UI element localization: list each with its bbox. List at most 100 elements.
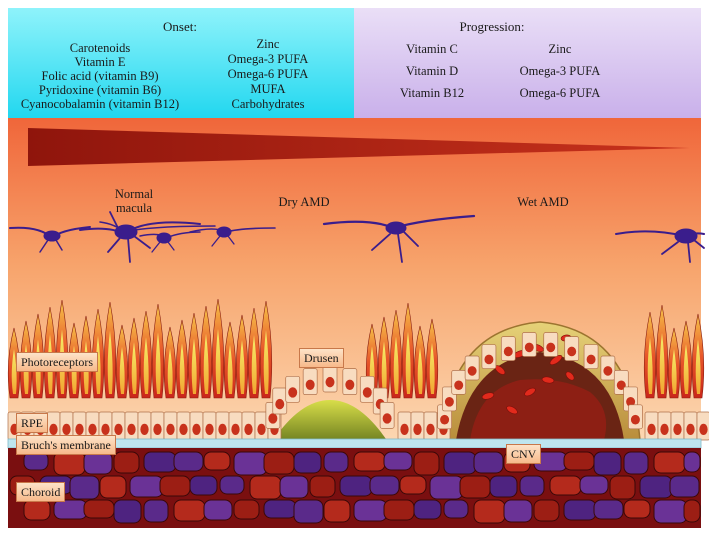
choroid-vessel — [563, 451, 595, 471]
drusen-deposit — [272, 400, 388, 442]
choroid-label: Choroid — [16, 482, 66, 502]
photoreceptor — [235, 314, 249, 399]
choroid-vessel — [503, 499, 533, 523]
photoreceptor — [187, 312, 201, 399]
choroid-vessel — [279, 475, 309, 499]
rpe-cell — [72, 411, 87, 441]
photoreceptor — [655, 304, 669, 399]
choroid-vessel — [593, 499, 624, 520]
onset-right-item: Zinc — [257, 37, 280, 51]
choroid-vessel — [473, 451, 504, 474]
choroid-vessel — [383, 451, 413, 471]
choroid-vessel — [519, 475, 545, 497]
choroid-vessel — [429, 475, 464, 500]
onset-right-item: Omega-3 PUFA — [228, 52, 309, 66]
rpe-cell — [683, 411, 698, 441]
choroid-vessel — [219, 475, 245, 495]
cnv-vessels — [470, 379, 607, 440]
choroid-vessel — [623, 451, 649, 475]
photoreceptor — [425, 318, 439, 399]
choroid-vessel — [353, 451, 386, 472]
rpe-cell — [342, 368, 358, 396]
rpe-layer — [7, 332, 709, 441]
progression-left-item: Vitamin D — [406, 64, 458, 78]
rpe-cell — [657, 411, 672, 441]
ganglion-cell — [189, 226, 276, 247]
stage-wet-label: Wet AMD — [517, 195, 568, 209]
choroid-vessel — [143, 451, 177, 473]
choroid-vessel — [309, 475, 336, 498]
onset-right-item: MUFA — [250, 82, 285, 96]
rpe-cell — [124, 411, 139, 441]
rpe-cell — [215, 411, 230, 441]
onset-right-item: Carbohydrates — [232, 97, 305, 111]
rpe-cell — [302, 368, 318, 396]
rpe-cell — [228, 411, 243, 441]
choroid-vessel — [249, 475, 282, 500]
ganglion-cell — [139, 231, 201, 253]
photoreceptor — [259, 300, 273, 399]
photoreceptor — [691, 313, 705, 399]
onset-left-item: Cyanocobalamin (vitamin B12) — [21, 97, 179, 111]
rpe-cell — [583, 344, 599, 369]
photoreceptor — [91, 308, 105, 399]
photoreceptor — [127, 317, 141, 399]
photoreceptor — [389, 309, 403, 399]
choroid-vessel — [353, 499, 388, 522]
rpe-cell — [285, 375, 301, 403]
rpe-cell — [241, 411, 256, 441]
rpe-cell — [670, 411, 685, 441]
progression-right-item: Omega-6 PUFA — [520, 86, 601, 100]
choroid-vessel — [533, 499, 560, 522]
onset-left-item: Pyridoxine (vitamin B6) — [39, 83, 161, 97]
rpe-cell — [189, 411, 204, 441]
choroid-vessel — [113, 499, 142, 524]
rpe-cell — [46, 411, 61, 441]
rpe-cell — [379, 402, 395, 429]
photoreceptor — [7, 327, 21, 399]
stage-normal-label: macula — [116, 201, 153, 215]
progression-title: Progression: — [460, 19, 525, 34]
choroid-vessel — [399, 475, 427, 495]
onset-right-item: Omega-6 PUFA — [228, 67, 309, 81]
cnv-label: CNV — [506, 444, 542, 464]
photoreceptor — [679, 320, 693, 399]
photoreceptor — [401, 302, 415, 399]
rpe-cell — [423, 411, 438, 441]
onset-left-item: Folic acid (vitamin B9) — [42, 69, 159, 83]
rpe-cell — [202, 411, 217, 441]
choroid-vessel — [549, 475, 582, 496]
rpe-cell — [137, 411, 152, 441]
choroid-vessel — [189, 475, 218, 496]
choroid-vessel — [173, 499, 206, 522]
choroid-vessel — [623, 499, 651, 519]
choroid-vessel — [489, 475, 518, 498]
choroid-vessel — [233, 499, 260, 520]
progression-wedge — [28, 128, 690, 166]
rpe-cell — [451, 370, 467, 395]
bruchs-membrane-label: Bruch's membrane — [16, 435, 116, 455]
progression-left-item: Vitamin C — [406, 42, 458, 56]
progression-left-item: Vitamin B12 — [400, 86, 464, 100]
choroid-vessel — [579, 475, 609, 495]
stage-dry-label: Dry AMD — [278, 195, 329, 209]
choroid-vessel — [683, 451, 701, 473]
drusen-label: Drusen — [299, 348, 344, 368]
rpe-cell — [163, 411, 178, 441]
choroid-cells — [9, 451, 701, 524]
rpe-cell — [481, 344, 497, 369]
rpe-cell — [359, 375, 375, 403]
ganglion-cell — [9, 226, 91, 253]
choroid-vessel — [83, 451, 113, 475]
choroid-vessel — [369, 475, 400, 496]
choroid-vessel — [669, 475, 700, 498]
rpe-cell — [600, 355, 616, 381]
choroid-vessel — [203, 499, 233, 521]
choroid-vessel — [443, 499, 469, 519]
onset-title: Onset: — [163, 19, 197, 34]
photoreceptors-label: Photoreceptors — [16, 352, 98, 372]
choroid-vessel — [173, 451, 204, 472]
choroid-vessel — [609, 475, 636, 500]
rpe-cell — [410, 411, 425, 441]
